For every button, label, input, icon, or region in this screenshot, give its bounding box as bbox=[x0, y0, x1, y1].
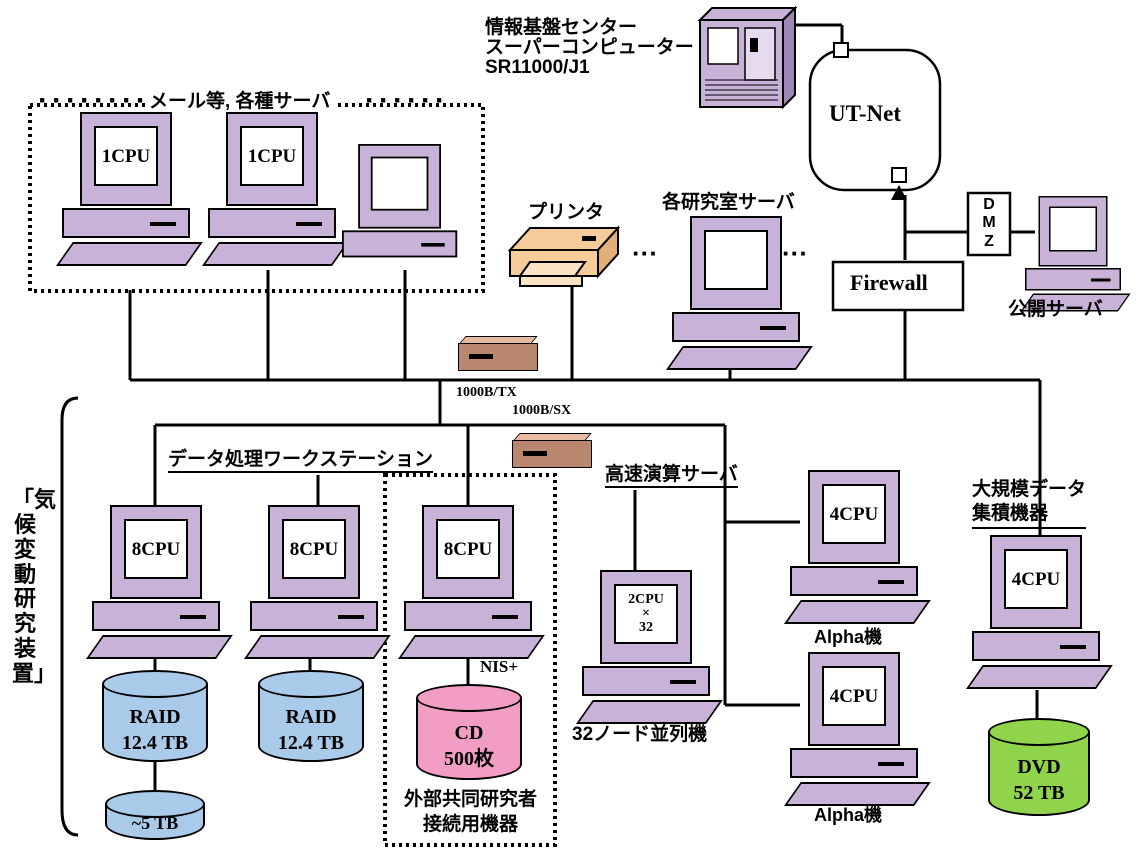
link-sx-label: 1000B/SX bbox=[512, 403, 572, 418]
supercomputer-label: 情報基盤センター スーパーコンピューター SR11000/J1 bbox=[485, 17, 694, 78]
cpu-label: 8CPU bbox=[124, 519, 188, 579]
side-title: 「気候変動研究装置」 bbox=[12, 487, 57, 687]
bracket bbox=[60, 396, 79, 837]
ellipsis-2: ··· bbox=[782, 238, 808, 268]
nis-label: NIS+ bbox=[480, 657, 519, 676]
dots-right: ······ bbox=[365, 84, 449, 117]
supercomputer-icon bbox=[697, 5, 798, 110]
alpha-label-1: Alpha機 bbox=[814, 627, 883, 647]
cpu-label: 4CPU bbox=[1004, 549, 1068, 609]
cpu-label: 8CPU bbox=[282, 519, 346, 579]
lab-servers-label: 各研究室サーバ bbox=[662, 192, 795, 213]
link-tx-label: 1000B/TX bbox=[456, 385, 517, 400]
public-server-label: 公開サーバ bbox=[1008, 299, 1103, 320]
data-ws-label: データ処理ワークステーション bbox=[168, 450, 434, 473]
dmz-label: DMZ bbox=[982, 196, 996, 250]
small-disk: ~5 TB bbox=[105, 790, 205, 840]
printer-icon bbox=[507, 225, 621, 287]
mail-servers-label: メール等, 各種サーバ bbox=[145, 92, 335, 112]
arrow-up-icon bbox=[891, 185, 907, 200]
utnet-box bbox=[808, 48, 942, 192]
external-label: 外部共同研究者 接続用機器 bbox=[403, 789, 537, 835]
cpu-label: 8CPU bbox=[436, 519, 500, 579]
cpu-label: 4CPU bbox=[822, 484, 886, 544]
switch-icon bbox=[458, 343, 538, 371]
printer-label: プリンタ bbox=[528, 202, 605, 223]
firewall-box bbox=[831, 260, 965, 312]
utnet-label: UT-Net bbox=[829, 101, 901, 126]
external-frame bbox=[383, 473, 557, 847]
ellipsis-1: ··· bbox=[632, 238, 658, 268]
cpu-label: 1CPU bbox=[94, 126, 158, 186]
alpha-label-2: Alpha機 bbox=[814, 805, 883, 825]
switch-icon bbox=[512, 440, 592, 468]
fast-servers-label: 高速演算サーバ bbox=[605, 465, 738, 488]
dmz-box bbox=[966, 191, 1012, 257]
cpu-label: 1CPU bbox=[240, 126, 304, 186]
firewall-label: Firewall bbox=[850, 270, 928, 295]
dots-left: ········· bbox=[38, 84, 164, 117]
parallel-machine-label: 32ノード並列機 bbox=[572, 724, 708, 745]
big-data-label: 大規模データ 集積機器 bbox=[972, 478, 1087, 529]
cpu-label: 4CPU bbox=[822, 666, 886, 726]
